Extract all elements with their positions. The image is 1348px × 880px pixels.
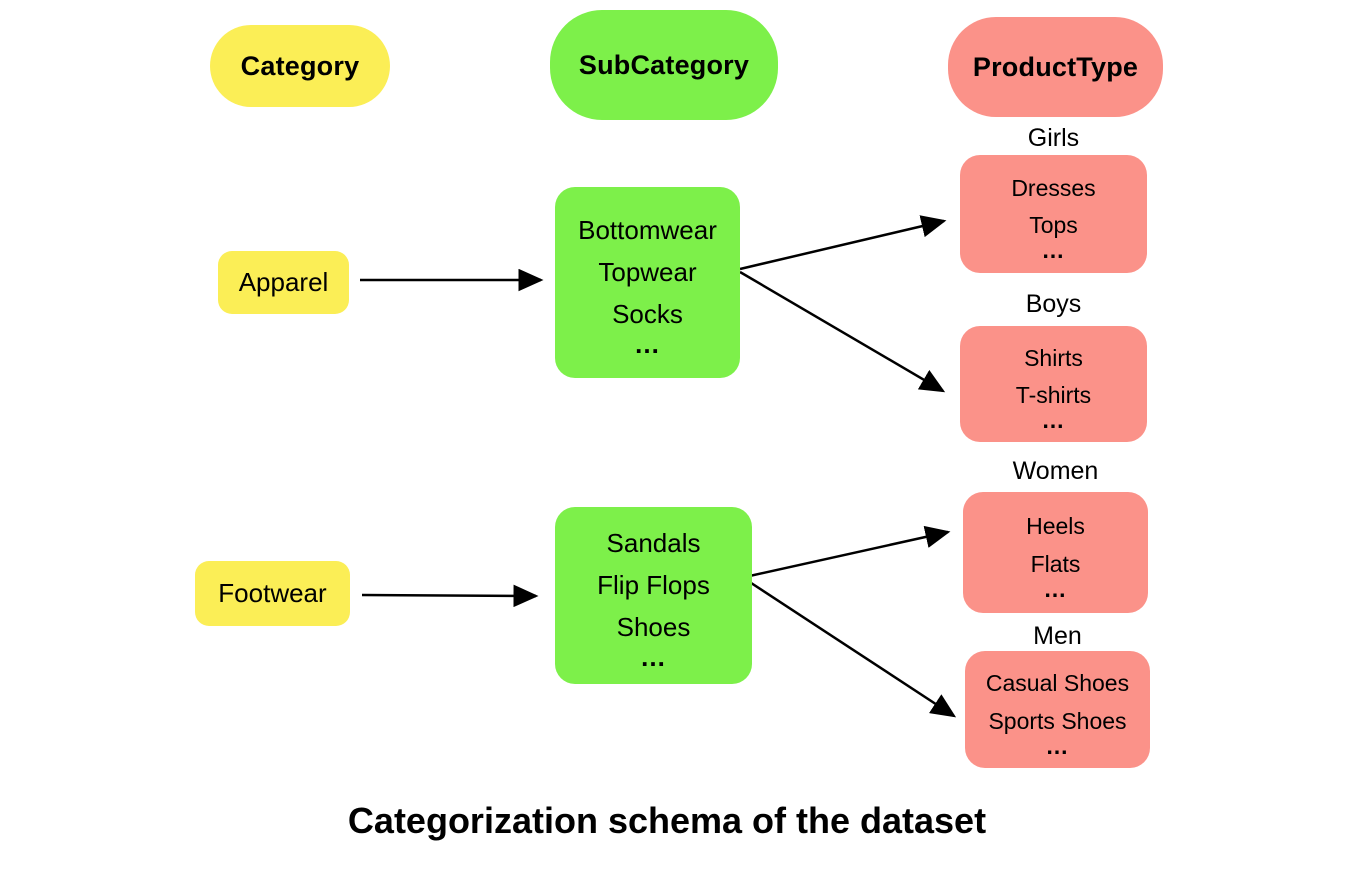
edge-subcategory-to-women-arrow — [744, 525, 951, 579]
subcategory-item: Bottomwear — [578, 215, 717, 246]
column-header-category: Category — [210, 25, 390, 107]
group-label-girls: Girls — [960, 122, 1147, 154]
node-apparel-subcategories: Bottomwear Topwear Socks … — [555, 187, 740, 378]
ellipsis-more-items: … — [634, 329, 661, 360]
ellipsis-more-items: … — [1041, 407, 1066, 434]
producttype-item: Sports Shoes — [988, 707, 1127, 734]
node-apparel: Apparel — [218, 251, 349, 314]
group-label-girls-text: Girls — [1027, 123, 1080, 152]
column-header-category-label: Category — [240, 50, 360, 81]
group-label-men: Men — [965, 620, 1150, 652]
producttype-item: T-shirts — [1015, 382, 1092, 409]
subcategory-item: Sandals — [606, 528, 701, 559]
subcategory-item: Shoes — [616, 611, 691, 642]
edge-subcategory-to-girls-arrow — [739, 215, 947, 271]
group-label-boys: Boys — [960, 288, 1147, 320]
group-label-boys-text: Boys — [1025, 289, 1082, 318]
producttype-item: Tops — [1029, 212, 1078, 239]
group-label-men-text: Men — [1033, 621, 1082, 650]
producttype-item: Casual Shoes — [985, 670, 1130, 697]
ellipsis-more-items: … — [1043, 575, 1068, 602]
node-boys-producttypes: Shirts T-shirts … — [960, 326, 1147, 442]
edge-subcategory-to-boys-arrow — [739, 270, 946, 393]
node-apparel-label: Apparel — [238, 267, 329, 297]
producttype-item: Flats — [1030, 550, 1081, 577]
edge-subcategory-to-men-arrow — [744, 577, 957, 718]
ellipsis-more-items: … — [640, 642, 667, 673]
producttype-item: Dresses — [1011, 174, 1096, 201]
node-footwear-subcategories: Sandals Flip Flops Shoes … — [555, 507, 752, 684]
column-header-producttype-label: ProductType — [972, 51, 1139, 82]
subcategory-item: Socks — [612, 298, 683, 329]
group-label-women-text: Women — [1012, 456, 1099, 485]
subcategory-item: Topwear — [598, 256, 697, 287]
subcategory-item: Flip Flops — [597, 569, 710, 600]
diagram-caption: Categorization schema of the dataset — [347, 800, 987, 841]
node-women-producttypes: Heels Flats … — [963, 492, 1148, 613]
column-header-producttype: ProductType — [948, 17, 1163, 117]
producttype-item: Heels — [1026, 513, 1085, 540]
node-men-producttypes: Casual Shoes Sports Shoes … — [965, 651, 1150, 768]
ellipsis-more-items: … — [1045, 732, 1070, 759]
column-header-subcategory: SubCategory — [550, 10, 778, 120]
node-footwear: Footwear — [195, 561, 350, 626]
producttype-item: Shirts — [1024, 344, 1083, 371]
ellipsis-more-items: … — [1041, 237, 1066, 264]
node-girls-producttypes: Dresses Tops … — [960, 155, 1147, 273]
node-footwear-label: Footwear — [218, 578, 327, 608]
edge-footwear-to-subcategory-arrow — [361, 584, 539, 608]
group-label-women: Women — [963, 455, 1148, 487]
column-header-subcategory-label: SubCategory — [578, 49, 750, 80]
